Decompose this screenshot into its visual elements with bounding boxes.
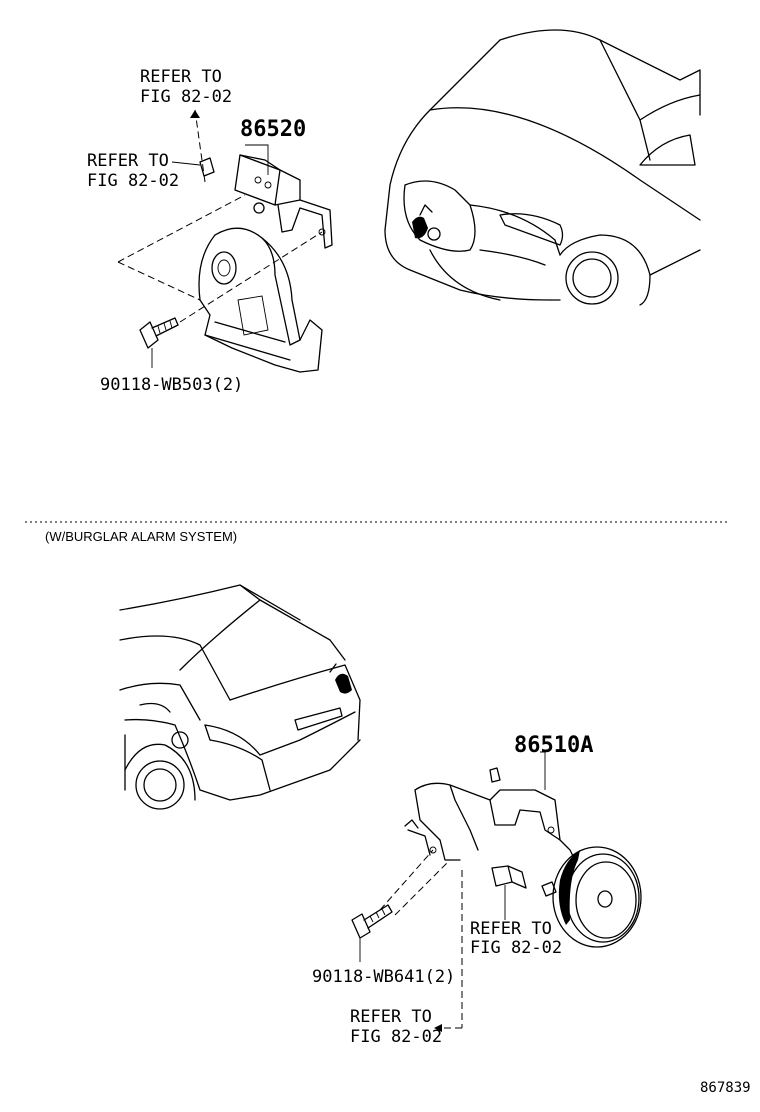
refer-connector-line1: REFER TO — [470, 919, 552, 939]
car-rear-illustration — [119, 584, 361, 810]
top-leader-lines — [117, 109, 323, 368]
refer-lower-line2: FIG 82-02 — [350, 1027, 442, 1047]
refer-upper-line2: FIG 82-02 — [140, 87, 232, 107]
section-note: (W/BURGLAR ALARM SYSTEM) — [45, 529, 237, 544]
refer-upper-line1: REFER TO — [140, 67, 222, 87]
horn-86510a-illustration — [404, 767, 642, 948]
bolt-90118-wb641-illustration — [351, 904, 393, 939]
refer-side-line1: REFER TO — [87, 151, 169, 171]
figure-number: 867839 — [700, 1080, 751, 1096]
part-number-90118-wb641: 90118-WB641(2) — [312, 967, 455, 987]
refer-side-line2: FIG 82-02 — [87, 171, 179, 191]
horn-86520-illustration — [198, 154, 333, 373]
part-number-90118-wb503: 90118-WB503(2) — [100, 375, 243, 395]
car-front-illustration — [384, 29, 701, 306]
bolt-90118-wb503-illustration — [139, 317, 179, 349]
part-number-86520: 86520 — [240, 117, 306, 142]
part-number-86510a: 86510A — [514, 733, 593, 758]
refer-lower-line1: REFER TO — [350, 1007, 432, 1027]
bottom-leader-lines — [359, 751, 546, 1032]
refer-connector-line2: FIG 82-02 — [470, 938, 562, 958]
